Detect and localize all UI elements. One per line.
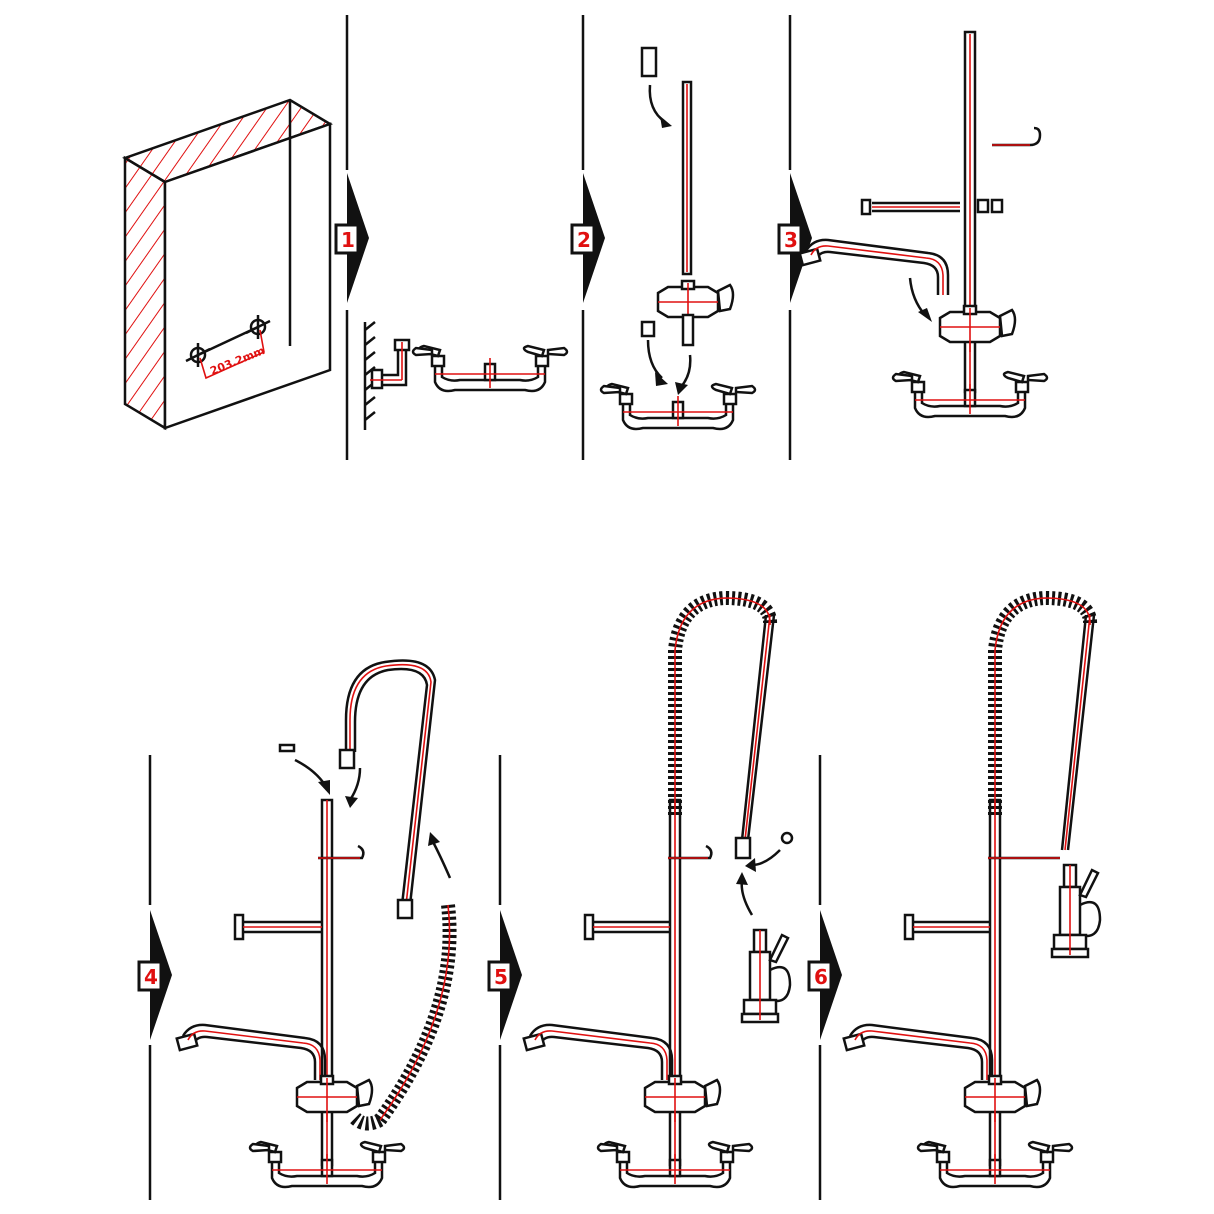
step-marker-2: 2 (570, 173, 605, 303)
dividers (148, 15, 822, 1200)
step-marker-6: 6 (807, 910, 842, 1040)
step-3-illustration (798, 30, 1049, 419)
step-2-illustration (599, 46, 757, 431)
step-marker-3: 3 (777, 173, 812, 303)
step-6-illustration (842, 590, 1102, 1189)
step-marker-1: 1 (334, 173, 369, 303)
step-5-illustration (522, 590, 794, 1189)
step-number: 1 (341, 228, 355, 252)
step-1-illustration (363, 321, 569, 430)
wall-panel: 203.2mm (122, 98, 333, 431)
step-number: 2 (577, 228, 591, 252)
step-number: 4 (144, 965, 158, 989)
step-number: 3 (784, 228, 798, 252)
step-4-illustration (175, 659, 457, 1189)
step-marker-4: 4 (137, 910, 172, 1040)
step-marker-5: 5 (487, 910, 522, 1040)
step-number: 6 (814, 965, 828, 989)
step-number: 5 (494, 965, 508, 989)
